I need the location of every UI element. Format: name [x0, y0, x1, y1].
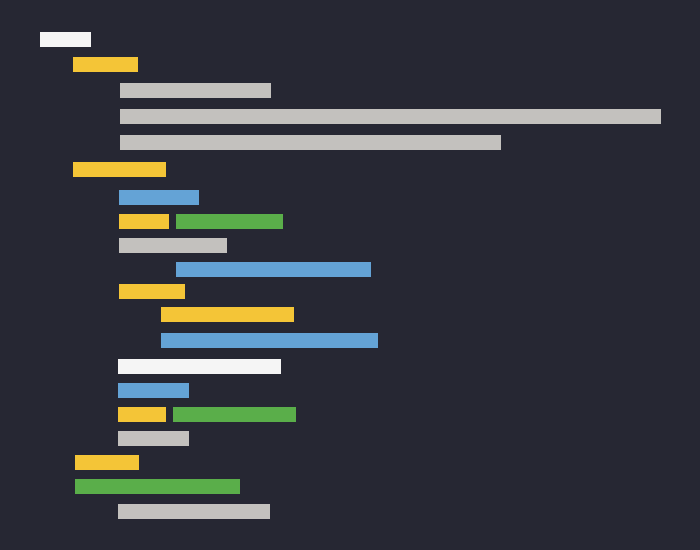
code-line-8-token-2 [176, 214, 283, 229]
code-line-15-token [118, 383, 189, 398]
code-line-8-token-1 [119, 214, 169, 229]
code-line-18-token [75, 455, 139, 470]
code-line-5-token [120, 135, 501, 150]
code-line-1-token [40, 32, 91, 47]
code-line-7-token [119, 190, 199, 205]
code-line-20-token [118, 504, 270, 519]
code-line-10-token [176, 262, 371, 277]
code-line-3-token [120, 83, 271, 98]
code-line-9-token [119, 238, 227, 253]
code-line-16-token-2 [173, 407, 296, 422]
code-line-19-token [75, 479, 240, 494]
code-line-6-token [73, 162, 166, 177]
code-line-14-token [118, 359, 281, 374]
code-line-11-token [119, 284, 185, 299]
code-line-2-token [73, 57, 138, 72]
code-line-13-token [161, 333, 378, 348]
code-line-17-token [118, 431, 189, 446]
code-line-12-token [161, 307, 294, 322]
code-line-4-token [120, 109, 661, 124]
code-line-16-token-1 [118, 407, 166, 422]
